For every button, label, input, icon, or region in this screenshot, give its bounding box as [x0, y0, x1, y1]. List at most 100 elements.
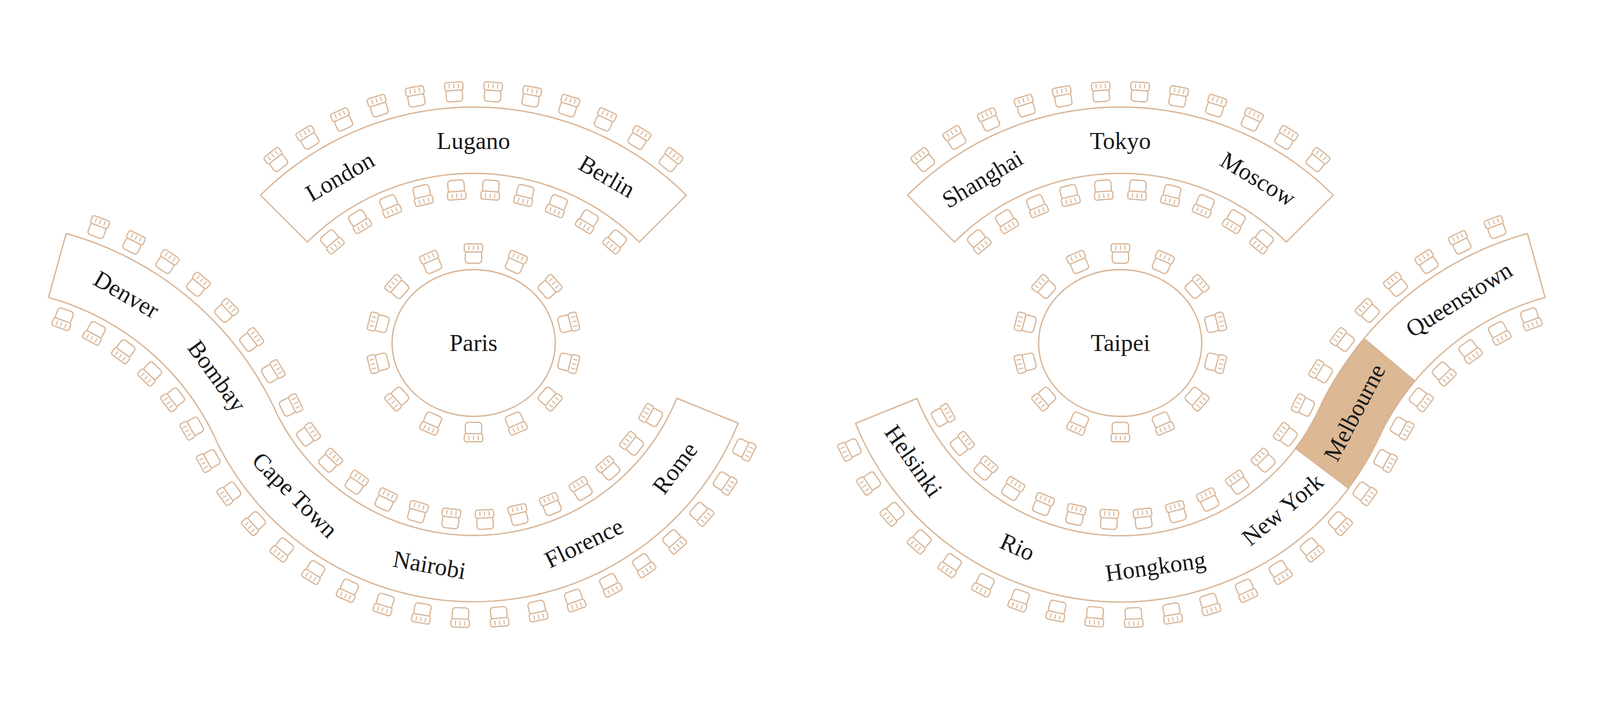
chair — [910, 147, 937, 174]
chair — [1486, 320, 1512, 346]
chair-slat — [251, 529, 255, 532]
chair-slat — [1310, 555, 1313, 559]
chair-slat — [1279, 430, 1283, 433]
chair-slat — [1066, 87, 1067, 92]
chair-back — [638, 403, 654, 423]
chair-slat — [349, 595, 351, 600]
chair — [367, 351, 391, 374]
chair-slat — [1076, 507, 1077, 512]
chair-slat — [200, 278, 203, 282]
chair — [503, 250, 528, 275]
chair — [972, 455, 999, 482]
chair-slat — [225, 499, 229, 502]
chair — [1273, 125, 1299, 151]
chair-slat — [1282, 426, 1286, 429]
chair-back — [1130, 81, 1150, 91]
chair-slat — [329, 451, 333, 455]
chair-slat — [527, 200, 528, 205]
chair-back — [1163, 613, 1183, 624]
chair — [999, 476, 1026, 502]
chair — [1221, 208, 1248, 234]
chair-slat — [1201, 209, 1203, 213]
chair-slat — [382, 607, 384, 612]
chair-back — [1308, 359, 1325, 379]
chair-back — [1045, 610, 1065, 623]
chair-slat — [1488, 221, 1490, 226]
chair-slat — [543, 498, 545, 503]
chair-slat — [455, 511, 456, 516]
chair-slat — [453, 84, 455, 89]
chair-back — [51, 317, 71, 331]
chair-slat — [1276, 434, 1280, 437]
chair-slat — [558, 211, 560, 215]
table-top — [260, 107, 686, 242]
chair-slat — [1196, 207, 1199, 212]
chair-slat — [1220, 325, 1225, 327]
chair — [1130, 81, 1150, 102]
chair-slat — [565, 97, 567, 102]
chair-back — [856, 476, 873, 496]
table-band: DenverBombayCape TownNairobiFlorenceRome — [46, 231, 741, 604]
chair-slat — [1215, 606, 1217, 611]
chair-back — [1414, 249, 1434, 266]
chair-slat — [883, 512, 887, 516]
chair-slat — [1093, 620, 1095, 625]
chair-slat — [228, 305, 232, 309]
chair-slat — [371, 368, 376, 369]
chair — [1519, 306, 1543, 331]
chair-slat — [300, 133, 303, 138]
chair — [1298, 536, 1325, 563]
chair — [557, 351, 581, 374]
chair-slat — [432, 253, 434, 257]
chair-slat — [555, 285, 559, 288]
chair-slat — [532, 88, 533, 93]
chair-slat — [1137, 621, 1139, 626]
chair-slat — [1339, 331, 1343, 335]
chair — [260, 359, 286, 385]
chair — [405, 85, 427, 108]
chair-slat — [1016, 603, 1018, 608]
chair-slat — [394, 278, 398, 281]
chair-back — [160, 249, 180, 266]
chair-slat — [248, 525, 252, 529]
chair — [977, 107, 1002, 133]
chair-slat — [1056, 89, 1058, 94]
chair-slat — [307, 128, 310, 133]
chair — [1031, 385, 1058, 412]
chair-back — [1398, 420, 1415, 441]
chair-slat — [457, 83, 459, 88]
chair-slat — [1168, 617, 1169, 622]
chair-slat — [574, 99, 576, 104]
chair-back — [447, 190, 467, 200]
chair-slat — [1014, 482, 1017, 486]
chair — [1167, 85, 1189, 108]
chair — [384, 385, 411, 412]
chair-slat — [423, 505, 425, 510]
chair-slat — [358, 476, 361, 480]
chair-slat — [1104, 511, 1106, 516]
chair-back — [240, 517, 259, 537]
chair-slat — [468, 245, 470, 250]
chair — [513, 183, 536, 207]
chair-slat — [606, 241, 610, 245]
chair — [1007, 588, 1032, 613]
chair-slat — [951, 131, 954, 135]
chair — [154, 249, 180, 276]
chair-back — [1249, 236, 1269, 255]
chair-back — [419, 421, 439, 436]
chair-slat — [1257, 114, 1260, 119]
chair-back — [82, 330, 102, 346]
chair-slat — [554, 209, 556, 213]
chair-slat — [548, 497, 550, 501]
chair-slat — [747, 451, 751, 453]
chair-slat — [1278, 577, 1281, 582]
chair-slat — [473, 435, 474, 440]
chair-slat — [1120, 245, 1121, 250]
chair-slat — [552, 281, 556, 285]
chair-back — [1201, 603, 1222, 616]
chair-slat — [313, 434, 317, 437]
chair-slat — [1010, 479, 1013, 484]
chair — [592, 107, 617, 133]
chair-slat — [840, 447, 845, 449]
